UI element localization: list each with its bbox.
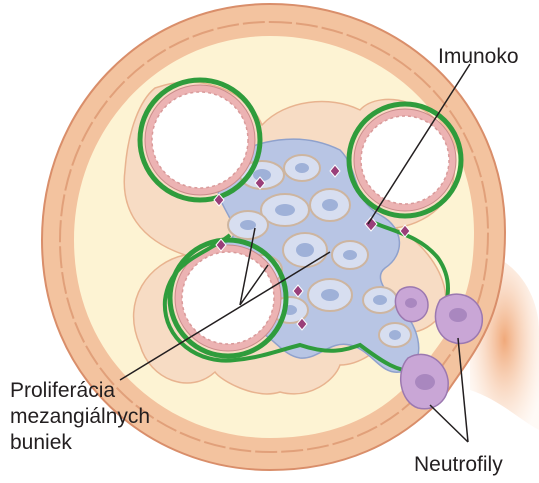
label-immune-complexes: Imunoko (438, 44, 519, 70)
label-line: Proliferácia (10, 378, 150, 404)
label-mesangial-proliferation: Proliferácia mezangiálnych buniek (10, 378, 150, 456)
capillary-loop-top-right (349, 104, 461, 216)
label-neutrophils: Neutrofily (414, 452, 503, 478)
leader-line-neutro-b (430, 405, 468, 442)
label-line: buniek (10, 430, 150, 456)
label-line: mezangiálnych (10, 404, 150, 430)
capillary-loop-top-left (140, 80, 260, 200)
